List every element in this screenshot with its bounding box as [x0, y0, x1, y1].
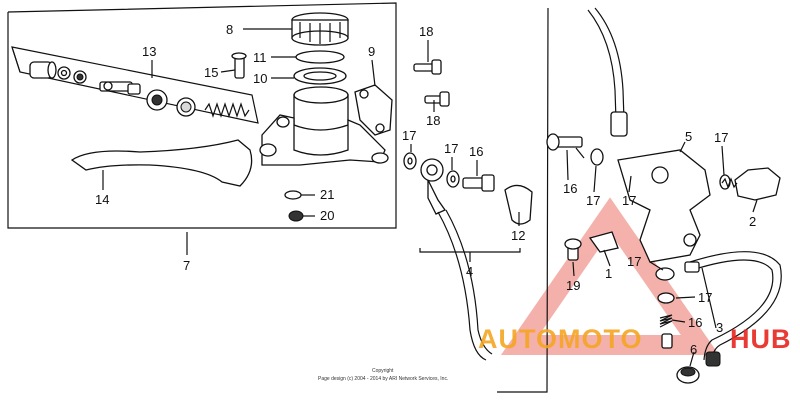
callout-17-c: 17	[586, 193, 600, 208]
master-cylinder-body	[259, 86, 389, 166]
bolt-18-lower	[424, 91, 450, 107]
banjo-fitting	[420, 158, 446, 215]
bracket-4	[419, 248, 521, 262]
callout-17-a: 17	[402, 128, 416, 143]
lever-bracket-strip	[11, 46, 259, 124]
callout-17-g: 17	[698, 290, 712, 305]
slave-cylinder-body	[617, 149, 711, 263]
nut-20	[288, 210, 304, 222]
callout-14: 14	[95, 192, 109, 207]
callout-7: 7	[183, 258, 190, 273]
diaphragm-10	[293, 67, 347, 85]
callout-16-c: 16	[688, 315, 702, 330]
callout-18-top: 18	[419, 24, 433, 39]
pipe-upper	[587, 7, 628, 137]
cup-part	[146, 89, 168, 111]
callout-15: 15	[204, 65, 218, 80]
callout-2: 2	[749, 214, 756, 229]
hose-4	[437, 209, 493, 361]
assembly-frame-right	[497, 7, 549, 393]
bolt-16-b	[546, 133, 583, 151]
clutch-lever	[70, 139, 253, 187]
callout-17-b: 17	[444, 141, 458, 156]
callout-10: 10	[253, 71, 267, 86]
callout-4: 4	[466, 264, 473, 279]
washer-17-c	[590, 148, 604, 166]
washer-17-f	[655, 267, 675, 281]
callout-20: 20	[320, 208, 334, 223]
bleeder-16	[659, 314, 673, 349]
cap-seal-11	[295, 50, 345, 64]
washer-part	[57, 66, 71, 80]
callout-11: 11	[253, 50, 267, 65]
callout-8: 8	[226, 22, 233, 37]
clamp-1	[588, 231, 619, 253]
piston-part	[99, 81, 141, 95]
callout-17-d: 17	[622, 193, 636, 208]
boot-part	[29, 61, 57, 79]
reservoir-cap	[291, 12, 349, 46]
washer-17-g	[657, 292, 675, 304]
washer-17-a	[403, 152, 417, 170]
clamp-holder-9	[354, 84, 393, 136]
callout-9: 9	[368, 44, 375, 59]
boot-12	[504, 184, 533, 225]
bolt-18-top	[413, 59, 442, 75]
callout-18-lower: 18	[426, 113, 440, 128]
copyright-line-2: Page design (c) 2004 - 2014 by ARI Netwo…	[318, 376, 448, 382]
callout-1: 1	[605, 266, 612, 281]
watermark-triangle	[500, 197, 720, 355]
hose-3	[684, 251, 782, 367]
callout-16-b: 16	[563, 181, 577, 196]
secondary-cup-part	[176, 97, 196, 117]
copyright-notice: Copyright Page design (c) 2004 - 2014 by…	[318, 368, 448, 382]
washer-17-b	[446, 170, 460, 188]
callout-17-f: 17	[627, 254, 641, 269]
watermark-text: AUTOMOTO HUB	[478, 324, 792, 354]
watermark-text-automoto: AUTOMOTO	[478, 324, 643, 354]
screw-15	[231, 52, 247, 79]
callout-17-e: 17	[714, 130, 728, 145]
callout-5: 5	[685, 129, 692, 144]
watermark-text-hub: HUB	[730, 324, 792, 354]
bolt-16-a	[462, 174, 495, 192]
washer-21	[284, 190, 302, 200]
bolt-19	[564, 238, 582, 261]
callout-12: 12	[511, 228, 525, 243]
assembly-7-frame	[7, 2, 397, 229]
callout-21: 21	[320, 187, 334, 202]
ring-part	[73, 70, 87, 84]
callout-16-a: 16	[469, 144, 483, 159]
switch-2	[721, 167, 781, 201]
callout-6: 6	[690, 342, 697, 357]
spring-part	[204, 102, 250, 118]
callout-19: 19	[566, 278, 580, 293]
callout-13: 13	[142, 44, 156, 59]
callout-3: 3	[716, 320, 723, 335]
cap-6	[676, 366, 700, 384]
callout-numbers: 8 11 10 9 13 15 14 21 20 7 18 18 17 17 1…	[95, 22, 756, 357]
leader-lines	[102, 28, 758, 367]
copyright-line-1: Copyright	[372, 368, 394, 374]
